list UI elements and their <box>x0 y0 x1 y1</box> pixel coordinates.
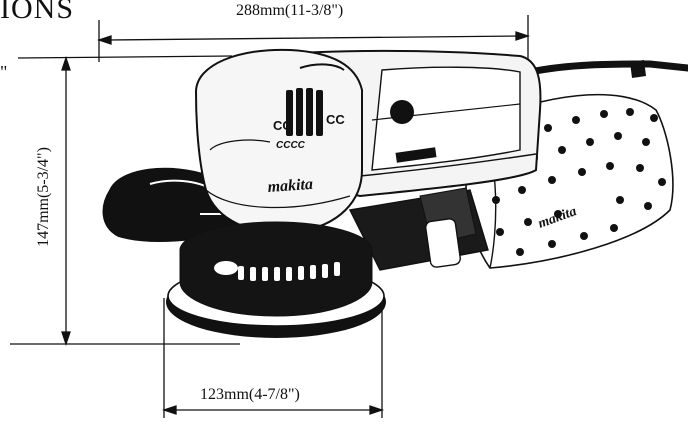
panel-mark-left: CC <box>273 118 292 133</box>
cord-strain-relief <box>630 60 646 78</box>
panel-mark-right: CC <box>326 112 345 127</box>
vent-slots <box>286 88 323 136</box>
body-logo: makita <box>267 176 313 196</box>
power-cord <box>526 60 688 76</box>
motor-housing <box>194 48 363 234</box>
pad-grip-ring <box>238 262 340 281</box>
arrowhead-left <box>96 35 112 45</box>
speed-dial <box>390 100 414 124</box>
length-dimension-label: 288mm(11-3/8") <box>234 2 346 20</box>
arrowhead-base-right <box>369 405 385 415</box>
pad-lock-button <box>214 261 238 275</box>
base-diameter-label: 123mm(4-7/8") <box>198 386 302 404</box>
edge-character: " <box>0 62 8 82</box>
arrowhead-right <box>515 31 531 41</box>
arrowhead-base-left <box>161 405 177 415</box>
section-heading-fragment: IONS <box>0 0 75 25</box>
arrowhead-top <box>61 55 71 71</box>
height-dimension-label: 147mm(5-3/4") <box>35 147 52 247</box>
length-dimension <box>96 15 531 62</box>
sanding-pad <box>166 221 386 338</box>
dust-port <box>348 187 489 271</box>
switch-trigger <box>395 147 437 163</box>
arrowhead-bottom <box>61 331 71 347</box>
base-dimension <box>161 298 385 418</box>
panel-under-mark: CCCC <box>276 140 306 151</box>
height-dimension <box>10 55 240 347</box>
